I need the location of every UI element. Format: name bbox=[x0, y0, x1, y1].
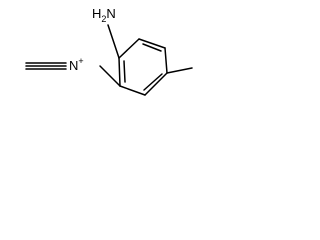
benzene-ring bbox=[118, 38, 168, 96]
ring-double-bond-c4-c5 bbox=[143, 73, 163, 91]
ring-bond-c3-c4 bbox=[164, 47, 168, 74]
ring-bond-c6-c1 bbox=[118, 57, 121, 87]
diazonium-triple-bond bbox=[25, 62, 67, 70]
ring-bond-c2-c3 bbox=[138, 38, 166, 49]
amino-bond bbox=[107, 24, 120, 59]
amino-hydrogen-count: 2 bbox=[101, 14, 106, 24]
diazonium-nitrogen-symbol: N bbox=[69, 58, 78, 73]
diazonium-bond bbox=[99, 65, 121, 87]
ring-bond-c1-c2 bbox=[118, 38, 140, 59]
chemical-structure-diagram: H2N N+ bbox=[25, 6, 193, 96]
amino-nitrogen-symbol: N bbox=[106, 6, 115, 21]
amino-group-label: H2N bbox=[92, 6, 116, 24]
diazonium-charge: + bbox=[78, 56, 83, 66]
ring-double-bond-c2-c3 bbox=[142, 43, 162, 52]
methyl-bond bbox=[166, 67, 193, 74]
ring-bond-c4-c5 bbox=[144, 72, 168, 96]
ring-bond-c5-c6 bbox=[119, 85, 146, 96]
diazonium-nitrogen-label: N+ bbox=[69, 56, 84, 73]
amino-hydrogen-symbol: H bbox=[92, 6, 101, 21]
ring-double-bond-c6-c1 bbox=[123, 60, 126, 83]
